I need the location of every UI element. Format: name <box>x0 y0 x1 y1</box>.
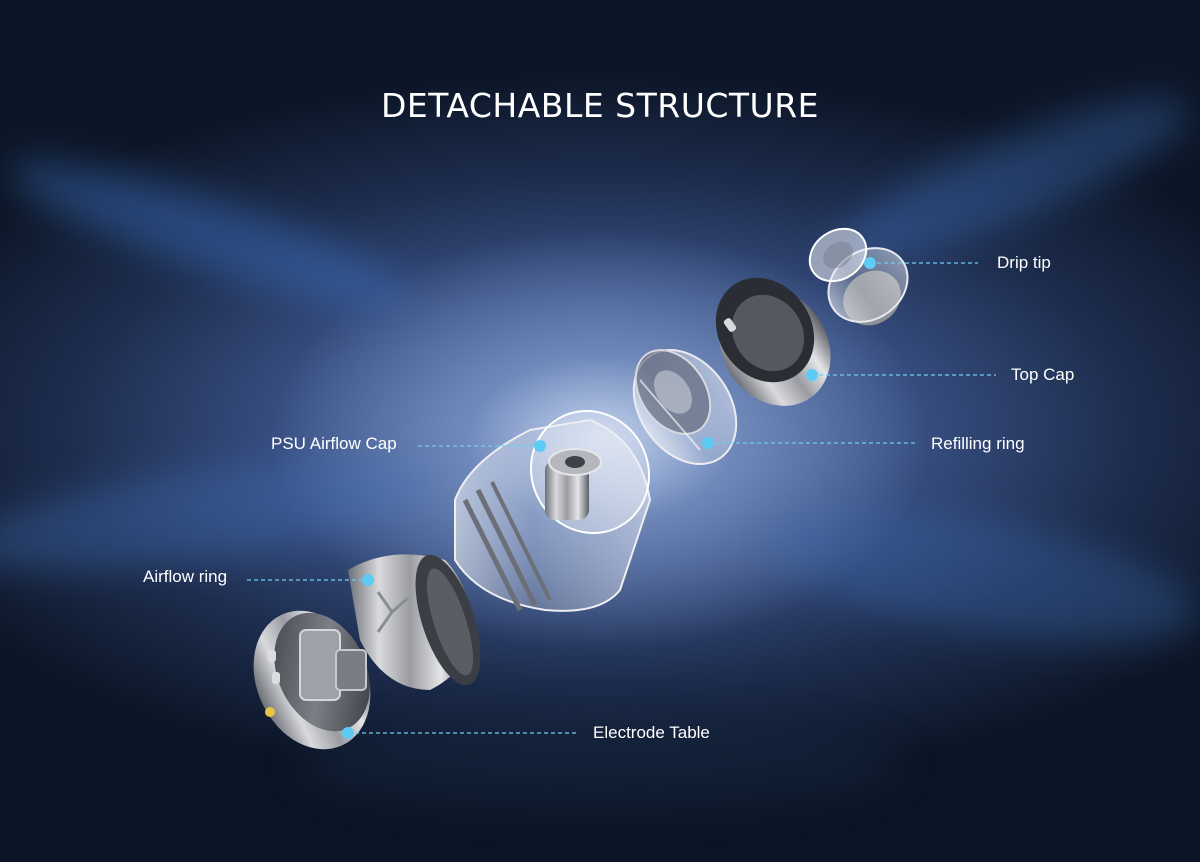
psu-airflow-cap-dot <box>534 440 546 452</box>
refilling-ring-dot <box>702 437 714 449</box>
drip-tip-part <box>808 227 909 326</box>
electrode-table-part <box>253 610 371 750</box>
refilling-ring-label: Refilling ring <box>931 434 1025 453</box>
drip-tip-callout <box>864 257 978 269</box>
airflow-ring-label: Airflow ring <box>143 567 228 586</box>
top-cap-dot <box>806 369 818 381</box>
refilling-ring-part <box>632 349 738 465</box>
airflow-ring-callout <box>247 574 374 586</box>
airflow-ring-part <box>348 554 481 690</box>
airflow-ring-dot <box>362 574 374 586</box>
drip-tip-dot <box>864 257 876 269</box>
electrode-table-label: Electrode Table <box>593 723 710 742</box>
top-cap-label: Top Cap <box>1011 365 1075 384</box>
top-cap-part <box>715 277 831 406</box>
psu-airflow-cap-part <box>454 409 652 612</box>
drip-tip-label: Drip tip <box>997 253 1051 272</box>
top-cap-callout <box>806 369 996 381</box>
page-title: DETACHABLE STRUCTURE <box>381 86 819 125</box>
psu-airflow-cap-callout <box>418 440 546 452</box>
electrode-table-callout <box>342 727 576 739</box>
psu-airflow-cap-label: PSU Airflow Cap <box>271 434 397 453</box>
refilling-ring-callout <box>702 437 918 449</box>
electrode-table-dot <box>342 727 354 739</box>
